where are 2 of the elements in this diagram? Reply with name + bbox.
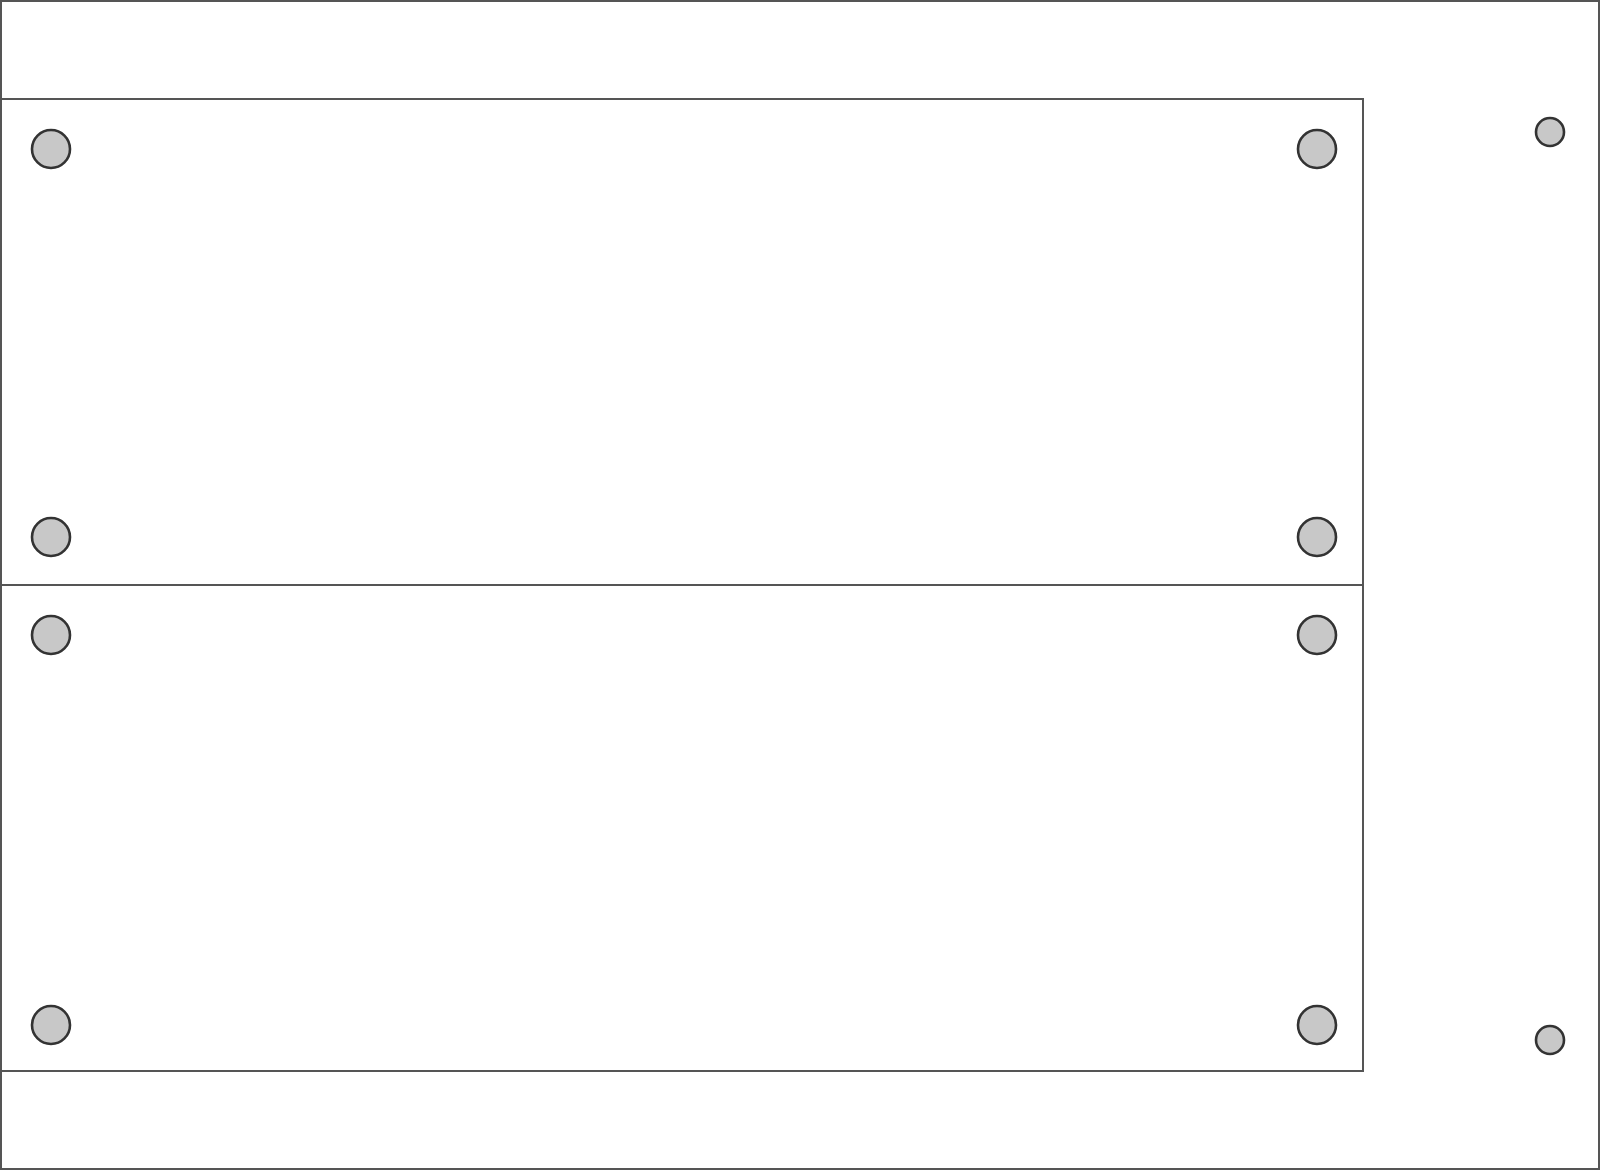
- blank-panel: [0, 584, 1364, 1072]
- blank-panel: [0, 98, 1364, 586]
